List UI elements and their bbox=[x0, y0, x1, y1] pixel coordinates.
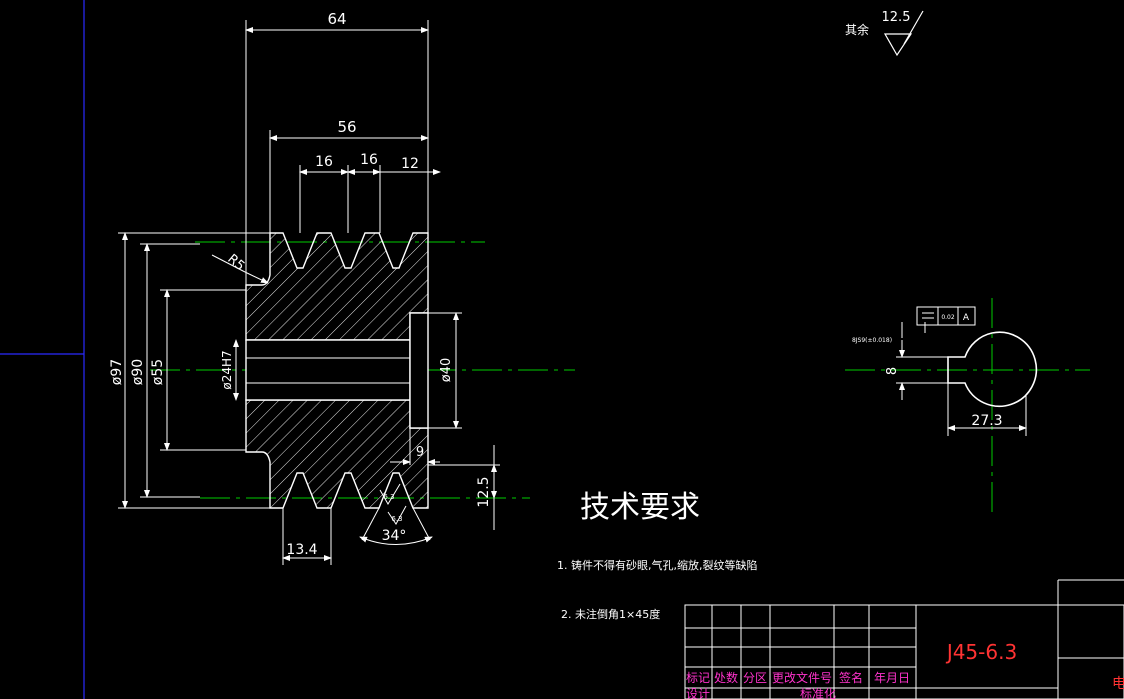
tech-item-2: 2. 未注倒角1×45度 bbox=[561, 607, 660, 621]
tb-r2: 标准化 bbox=[800, 687, 836, 699]
tech-item-1: 1. 铸件不得有砂眼,气孔,缩放,裂纹等缺陷 bbox=[557, 558, 757, 572]
tb-h3: 分区 bbox=[743, 671, 767, 685]
dim-angle: 34° bbox=[382, 528, 407, 544]
dim-12: 12 bbox=[401, 156, 419, 172]
dim-16b: 16 bbox=[360, 152, 378, 168]
pulley-section-lower bbox=[245, 399, 429, 509]
bore bbox=[245, 339, 411, 401]
keyway-dimensions bbox=[896, 322, 1027, 436]
recess bbox=[409, 312, 429, 429]
dim-key-8: 8 bbox=[885, 367, 900, 375]
tb-h1: 标记 bbox=[686, 671, 710, 685]
dim-tol-note: 8JS9(±0.018) bbox=[852, 337, 892, 344]
dim-9: 9 bbox=[416, 445, 424, 460]
dim-hub: ø55 bbox=[150, 359, 166, 385]
roughness-symbol bbox=[883, 10, 924, 57]
tb-h4: 更改文件号 bbox=[772, 670, 832, 685]
dimension-lines bbox=[118, 20, 500, 565]
tb-h6: 年月日 bbox=[874, 671, 910, 685]
gtol-value: 0.02 bbox=[941, 314, 955, 321]
title-block bbox=[684, 579, 1124, 699]
dim-pd: ø90 bbox=[130, 359, 146, 385]
tech-title: 技术要求 bbox=[580, 490, 700, 525]
tb-h5: 签名 bbox=[839, 670, 863, 685]
dim-13-4: 13.4 bbox=[286, 542, 317, 558]
dim-bore: ø24H7 bbox=[220, 350, 234, 389]
tb-right-label: 电 bbox=[1112, 676, 1124, 692]
roughness-value: 12.5 bbox=[882, 10, 911, 25]
dim-rough1: 6.3 bbox=[383, 493, 394, 501]
dim-56: 56 bbox=[337, 118, 356, 136]
gtol-ref: A bbox=[963, 313, 970, 323]
dim-12-5: 12.5 bbox=[476, 476, 492, 507]
dim-r5: R5 bbox=[224, 252, 247, 275]
roughness-label: 其余 bbox=[845, 22, 869, 37]
dim-recess: ø40 bbox=[439, 358, 454, 383]
dim-od: ø97 bbox=[109, 359, 125, 385]
tb-h2: 处数 bbox=[714, 670, 738, 685]
pulley-section-upper bbox=[245, 232, 429, 341]
drawing-number: J45-6.3 bbox=[945, 640, 1017, 664]
dim-64: 64 bbox=[327, 10, 346, 28]
gtol-frame bbox=[916, 306, 976, 326]
roughness-symbol-small bbox=[387, 505, 407, 525]
keyway-section bbox=[947, 331, 1038, 408]
dim-rough2: 6.3 bbox=[391, 515, 402, 523]
tb-r1: 设计 bbox=[686, 687, 710, 699]
roughness-symbol-small bbox=[379, 483, 401, 505]
dim-16a: 16 bbox=[315, 154, 333, 170]
dim-key-27-3: 27.3 bbox=[971, 413, 1002, 429]
dimension-labels: 64 56 16 16 12 R5 ø97 ø90 ø55 ø24H7 ø40 … bbox=[109, 10, 1003, 558]
